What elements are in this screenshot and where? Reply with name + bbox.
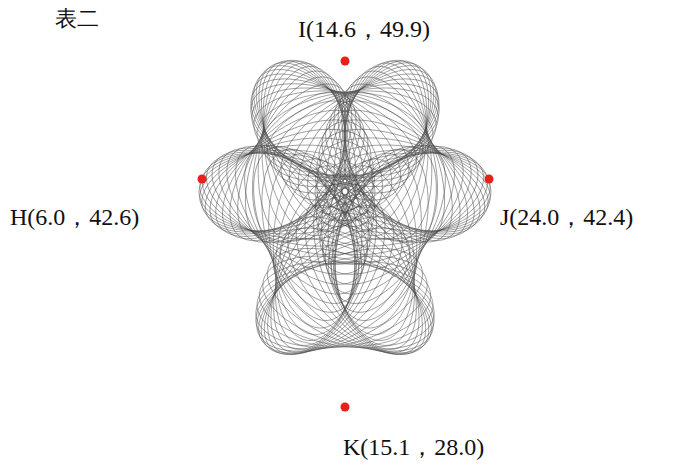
coordinate-label: I(14.6，49.9) <box>298 16 430 42</box>
curve-ellipse <box>251 251 436 357</box>
coordinate-label: K(15.1，28.0) <box>343 434 484 460</box>
point-dot <box>198 175 207 184</box>
curve-ellipse <box>273 159 357 335</box>
point-label: I(14.6，49.9) <box>298 15 430 44</box>
curve-ellipse <box>199 78 383 262</box>
curve-ellipse <box>191 108 386 253</box>
curve-ellipse <box>266 160 372 345</box>
point-label: H(6.0，42.6) <box>10 203 139 232</box>
curve-ellipse <box>199 150 375 234</box>
curve-ellipse <box>307 78 491 262</box>
curve-ellipse <box>306 136 498 263</box>
ellipse-family <box>191 45 500 378</box>
curve-ellipse <box>257 263 433 347</box>
point-dot <box>341 57 350 66</box>
coordinate-label: H(6.0，42.6) <box>10 204 139 230</box>
figure-title: 表二 <box>55 6 99 32</box>
curve-ellipse <box>246 239 438 366</box>
title-text: 表二 <box>55 6 99 31</box>
curve-ellipse <box>245 139 372 331</box>
point-dot <box>341 403 350 412</box>
curve-ellipse <box>253 169 398 364</box>
curve-ellipse <box>231 46 415 230</box>
point-dot <box>485 175 494 184</box>
curve-ellipse <box>240 216 434 377</box>
point-markers <box>198 57 494 412</box>
point-label: K(15.1，28.0) <box>343 433 484 462</box>
curve-ellipse <box>221 127 382 321</box>
coordinate-label: J(24.0，42.4) <box>500 204 633 230</box>
curve-ellipse <box>259 164 386 356</box>
curve-ellipse <box>328 61 455 253</box>
curve-ellipse <box>242 227 437 372</box>
point-label: J(24.0，42.4) <box>500 203 633 232</box>
curve-ellipse <box>248 176 409 370</box>
curve-ellipse <box>240 204 431 378</box>
curve-ellipse <box>241 194 425 378</box>
